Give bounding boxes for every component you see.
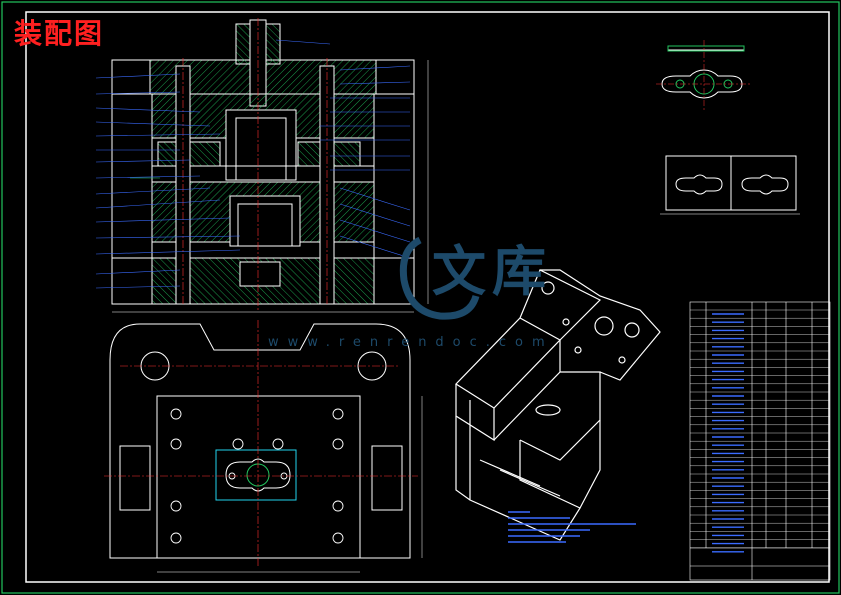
drawing-title: 装配图 (14, 17, 105, 50)
part-detail-centerlines (656, 40, 750, 110)
plan-view-centerlines (104, 320, 418, 566)
isometric-assembly-view (455, 269, 661, 541)
leader-lines-left (95, 73, 241, 289)
part-detail-view (661, 45, 745, 99)
watermark-url: www.renrendoc.com (268, 335, 554, 350)
strip-layout-view (660, 155, 800, 215)
parts-list-rows (690, 309, 830, 553)
leader-lines-right (275, 39, 411, 259)
front-section-view (111, 18, 429, 313)
sheet-border-inner (25, 11, 830, 583)
top-plan-view (109, 323, 411, 559)
watermark-logo-icon (399, 236, 480, 320)
plan-view-holes (170, 408, 344, 544)
watermark-brand: 文库 (432, 239, 552, 303)
plan-view-dimensions (157, 396, 423, 573)
technical-requirements-notes (508, 511, 636, 543)
